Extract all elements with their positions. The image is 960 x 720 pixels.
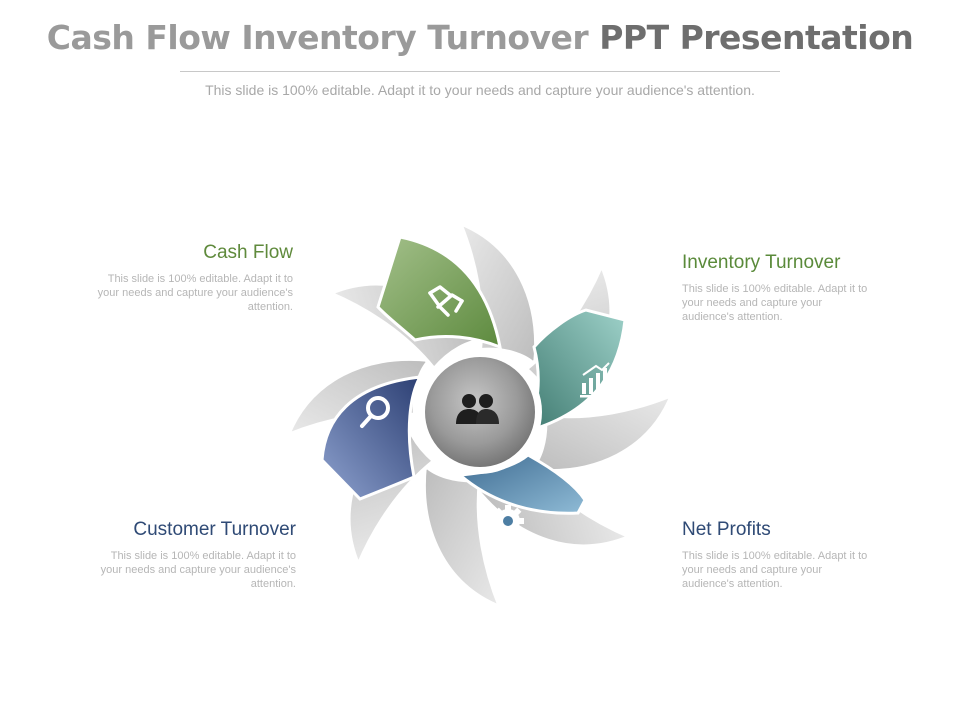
title-part-2: PPT Presentation xyxy=(599,18,914,57)
title-divider xyxy=(180,71,780,72)
users-icon xyxy=(456,394,499,424)
page-title: Cash Flow Inventory Turnover PPT Present… xyxy=(0,18,960,57)
customer-turnover-label: Customer Turnover This slide is 100% edi… xyxy=(96,519,296,591)
inventory-turnover-text: This slide is 100% editable. Adapt it to… xyxy=(682,283,868,323)
cash-flow-title: Cash Flow xyxy=(203,242,293,263)
title-part-1: Cash Flow Inventory Turnover xyxy=(46,18,589,57)
bar-chart-icon xyxy=(580,362,610,398)
handshake-icon xyxy=(428,285,464,317)
pinwheel-diagram xyxy=(286,219,674,609)
cash-flow-text: This slide is 100% editable. Adapt it to… xyxy=(97,273,293,313)
cash-flow-label: Cash Flow This slide is 100% editable. A… xyxy=(88,242,293,314)
cash-flow-petal xyxy=(376,235,503,350)
inventory-turnover-label: Inventory Turnover This slide is 100% ed… xyxy=(682,252,872,324)
gear-icon xyxy=(492,505,524,537)
customer-turnover-petal xyxy=(320,375,423,501)
net-profits-label: Net Profits This slide is 100% editable.… xyxy=(682,519,872,591)
inventory-turnover-title: Inventory Turnover xyxy=(682,252,841,273)
net-profits-text: This slide is 100% editable. Adapt it to… xyxy=(682,550,868,590)
search-icon xyxy=(360,396,390,428)
customer-turnover-text: This slide is 100% editable. Adapt it to… xyxy=(100,550,296,590)
page-subtitle: This slide is 100% editable. Adapt it to… xyxy=(205,82,755,98)
customer-turnover-title: Customer Turnover xyxy=(133,519,296,540)
net-profits-title: Net Profits xyxy=(682,519,771,540)
